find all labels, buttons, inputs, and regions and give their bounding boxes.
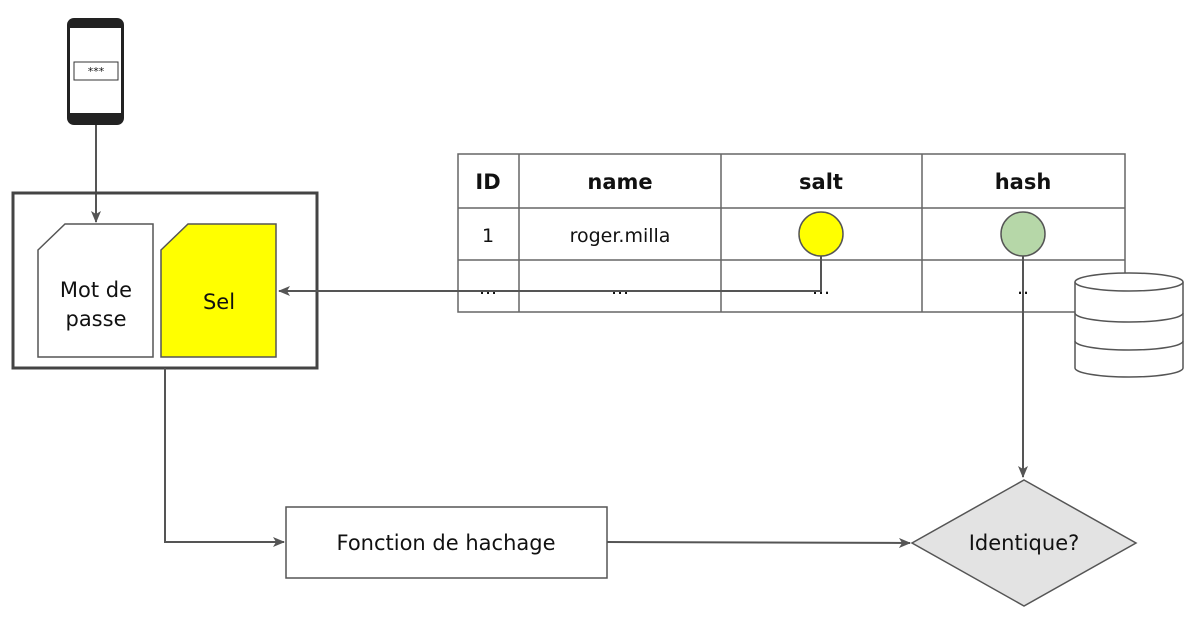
password-label-line2: passe xyxy=(65,307,126,331)
header-salt: salt xyxy=(799,170,843,194)
decision-label: Identique? xyxy=(969,531,1080,555)
phone-password-mask: *** xyxy=(88,65,105,78)
cell-id-1: 1 xyxy=(482,225,494,247)
cell-name-1: roger.milla xyxy=(570,225,671,247)
header-name: name xyxy=(587,170,652,194)
hash-function-to-decision-arrow xyxy=(606,537,911,548)
salt-document: Sel xyxy=(160,223,277,358)
hash-function-box: Fonction de hachage xyxy=(285,506,608,579)
password-document: Mot de passe xyxy=(37,223,154,358)
salt-label: Sel xyxy=(203,290,235,314)
header-hash: hash xyxy=(995,170,1052,194)
header-id: ID xyxy=(475,170,500,194)
users-table: ID name salt hash 1 roger.milla ... ... … xyxy=(457,153,1126,313)
smartphone-icon: *** xyxy=(67,18,124,125)
cell-name-2: ... xyxy=(611,277,629,299)
decision-diamond: Identique? xyxy=(910,479,1138,607)
hash-function-label: Fonction de hachage xyxy=(336,531,555,555)
salt-value-circle xyxy=(798,211,844,257)
salt-to-sel-arrow xyxy=(278,256,822,296)
inputs-to-hash-function-arrow xyxy=(164,368,285,547)
hash-value-circle xyxy=(1000,211,1046,257)
cell-id-2: ... xyxy=(479,277,497,299)
password-label-line1: Mot de xyxy=(60,278,132,302)
database-icon xyxy=(1074,272,1184,378)
